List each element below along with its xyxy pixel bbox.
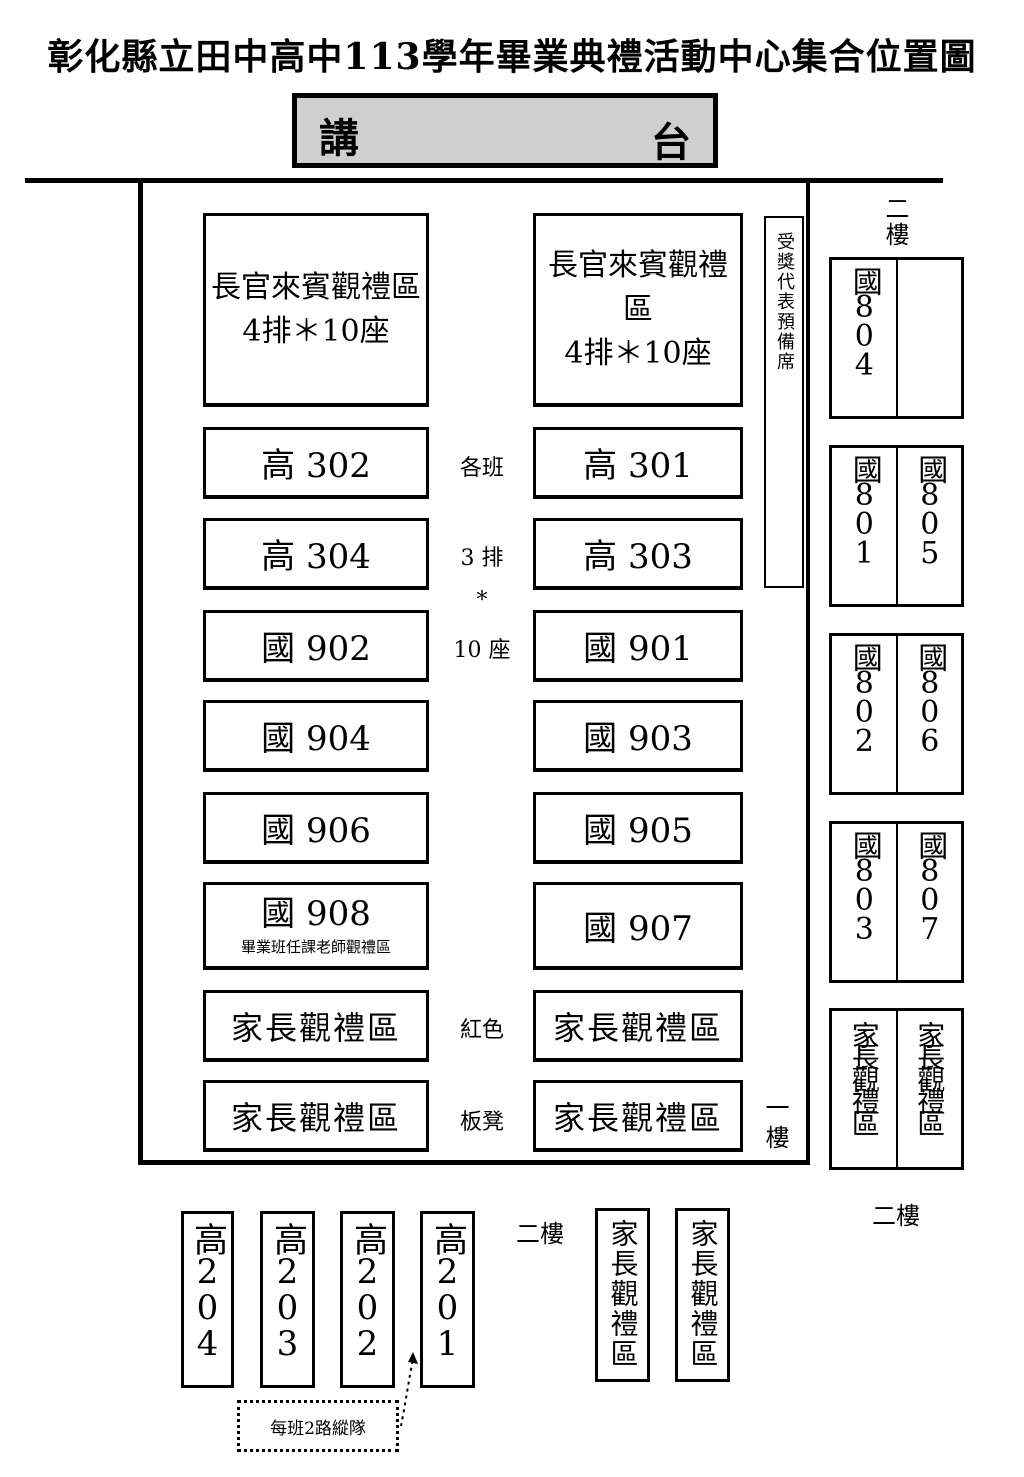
floor-1-label: 一樓: [761, 1095, 789, 1155]
class-label: 高 304: [261, 537, 371, 577]
hall-wall-right: [806, 182, 810, 1164]
class-label: 國 902: [261, 629, 371, 669]
class-label: 高 302: [261, 446, 371, 486]
bottom-class-block-3: 高202: [340, 1211, 395, 1388]
parent-area-label: 家長觀禮區: [552, 1008, 723, 1047]
class-label: 國802: [846, 642, 882, 753]
hall-wall-bottom: [138, 1160, 810, 1165]
seating-note-3: *: [476, 588, 488, 613]
seat-block-right-5: 國 905: [533, 792, 743, 864]
balcony-block-1: 國804: [829, 257, 964, 419]
class-label: 國803: [846, 830, 882, 941]
seat-block-right-3: 國 901: [533, 610, 743, 682]
lineup-arrow-icon: [400, 1352, 418, 1427]
class-label: 國806: [912, 642, 948, 753]
parent-area-label: 家長觀禮區: [230, 1098, 401, 1137]
floor-2-label-right: 二樓: [872, 1202, 920, 1230]
seat-block-left-6: 國 908 畢業班任課老師觀禮區: [203, 882, 429, 970]
class-label: 高204: [187, 1222, 228, 1360]
bench-note-1: 紅色: [459, 1018, 504, 1043]
seat-block-left-5: 國 906: [203, 792, 429, 864]
parent-area-left-2: 家長觀禮區: [203, 1080, 429, 1152]
bottom-class-block-4: 高201: [420, 1211, 475, 1388]
vip-area-label: 長官來賓觀禮區: [211, 269, 421, 305]
class-label: 國801: [846, 454, 882, 565]
class-label: 國 904: [261, 719, 371, 759]
class-label: 高 303: [583, 537, 693, 577]
class-label: 國 907: [583, 909, 693, 949]
class-label: 高203: [267, 1222, 308, 1360]
class-label: 國 901: [583, 629, 693, 669]
stage-label-right: 台: [651, 119, 691, 166]
bottom-class-block-1: 高204: [181, 1211, 234, 1388]
floor-2-label-top: 二樓: [881, 196, 909, 248]
award-reserve-area: 受獎代表預備席: [764, 216, 804, 588]
page-title: 彰化縣立田中高中113學年畢業典禮活動中心集合位置圖: [47, 36, 977, 78]
balcony-parent-block: 家長觀禮區 家長觀禮區: [829, 1008, 964, 1170]
vip-area-seats: 4排＊10座: [242, 313, 390, 349]
class-label: 高202: [347, 1222, 388, 1360]
parent-area-label: 家長觀禮區: [230, 1008, 401, 1047]
award-reserve-label: 受獎代表預備席: [774, 232, 795, 372]
lineup-note-box: 每班2路縱隊: [237, 1400, 399, 1452]
class-label: 高 301: [583, 446, 693, 486]
vip-area-right: 長官來賓觀禮區 4排＊10座: [533, 213, 743, 407]
teacher-area-label: 畢業班任課老師觀禮區: [240, 938, 391, 956]
bench-note-2: 板凳: [459, 1110, 504, 1135]
parent-area-label: 家長觀禮區: [686, 1219, 720, 1369]
stage: 講 台: [292, 93, 718, 168]
seating-note-1: 各班: [459, 456, 504, 481]
lineup-note-label: 每班2路縱隊: [270, 1418, 366, 1439]
vip-area-seats: 4排＊10座: [564, 335, 712, 371]
seat-block-right-6: 國 907: [533, 882, 743, 970]
vip-area-label: 長官來賓觀禮區: [548, 247, 728, 327]
balcony-block-3: 國802 國806: [829, 633, 964, 795]
parent-area-left-1: 家長觀禮區: [203, 990, 429, 1062]
class-label: 國807: [912, 830, 948, 941]
seat-block-left-3: 國 902: [203, 610, 429, 682]
parent-area-label: 家長觀禮區: [606, 1219, 640, 1369]
seating-note-2: 3 排: [460, 546, 504, 571]
hall-wall-left: [138, 182, 143, 1164]
stage-front-line: [25, 178, 943, 183]
parent-area-right-2: 家長觀禮區: [533, 1080, 743, 1152]
floor-2-label-bottom: 二樓: [516, 1220, 564, 1248]
class-label: 國 906: [261, 811, 371, 851]
seat-block-right-1: 高 301: [533, 427, 743, 499]
bottom-class-block-2: 高203: [260, 1211, 315, 1388]
class-label: 國 903: [583, 719, 693, 759]
parent-area-label: 家長觀禮區: [847, 1021, 881, 1131]
seat-block-right-2: 高 303: [533, 518, 743, 590]
bottom-parent-block-2: 家長觀禮區: [675, 1208, 730, 1382]
parent-area-label: 家長觀禮區: [913, 1021, 947, 1131]
stage-label-left: 講: [319, 115, 359, 162]
class-label: 國805: [912, 454, 948, 565]
balcony-block-4: 國803 國807: [829, 821, 964, 983]
bottom-parent-block-1: 家長觀禮區: [595, 1208, 650, 1382]
seating-note-4: 10 座: [453, 638, 511, 663]
seat-block-left-4: 國 904: [203, 700, 429, 772]
class-label: 國 905: [583, 811, 693, 851]
class-label: 高201: [427, 1222, 468, 1360]
parent-area-right-1: 家長觀禮區: [533, 990, 743, 1062]
class-label: 國 908: [261, 894, 371, 934]
vip-area-left: 長官來賓觀禮區 4排＊10座: [203, 213, 429, 407]
class-label: 國804: [846, 266, 882, 377]
seat-block-left-1: 高 302: [203, 427, 429, 499]
balcony-block-2: 國801 國805: [829, 445, 964, 607]
parent-area-label: 家長觀禮區: [552, 1098, 723, 1137]
seat-block-left-2: 高 304: [203, 518, 429, 590]
seat-block-right-4: 國 903: [533, 700, 743, 772]
